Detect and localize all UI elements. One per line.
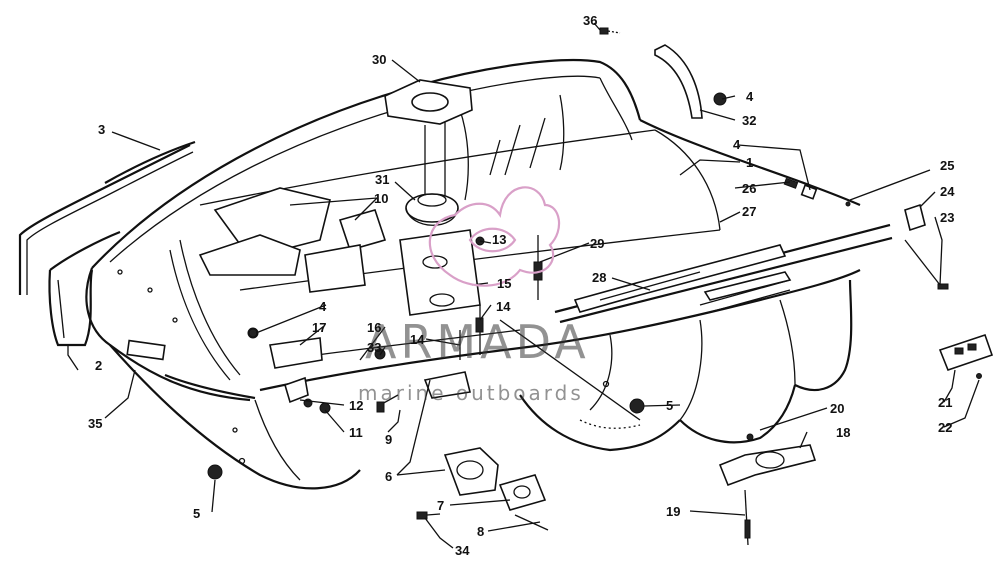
callout-4: 4 <box>733 137 741 152</box>
watermark-subtitle: marine outboards <box>358 381 584 405</box>
bolt-9-11-12 <box>284 376 399 414</box>
callout-27: 27 <box>742 204 756 219</box>
bracket-17 <box>247 327 323 369</box>
callout-29: 29 <box>590 236 604 251</box>
callout-22: 22 <box>938 420 952 435</box>
callout-2: 2 <box>95 358 102 373</box>
callout-1: 1 <box>746 155 753 170</box>
side-panel-2 <box>48 230 121 347</box>
callout-3: 3 <box>98 122 105 137</box>
bracket-6-assembly <box>423 371 549 531</box>
callout-5: 5 <box>193 506 200 521</box>
callout-9: 9 <box>385 432 392 447</box>
callout-7: 7 <box>437 498 444 513</box>
latch-18 <box>718 433 817 546</box>
trim-strip-3 <box>18 140 196 295</box>
callout-36: 36 <box>583 13 597 28</box>
callout-4: 4 <box>319 299 327 314</box>
callout-14: 14 <box>410 332 425 347</box>
grommet-24 <box>845 201 926 232</box>
leader-lines <box>67 22 980 549</box>
callout-15: 15 <box>497 276 511 291</box>
callout-12: 12 <box>349 398 363 413</box>
boot-31 <box>405 193 459 226</box>
bracket-32 <box>654 44 727 119</box>
callout-35: 35 <box>88 416 102 431</box>
callout-34: 34 <box>455 543 470 558</box>
callout-33: 33 <box>367 340 381 355</box>
mount-plate-30 <box>384 79 473 200</box>
callout-28: 28 <box>592 270 606 285</box>
callout-18: 18 <box>836 425 850 440</box>
plate-16 <box>304 244 366 293</box>
callout-26: 26 <box>742 181 756 196</box>
callout-17: 17 <box>312 320 326 335</box>
nut-5-center <box>602 380 645 414</box>
callout-32: 32 <box>742 113 756 128</box>
callout-19: 19 <box>666 504 680 519</box>
bumper-35 <box>126 339 256 400</box>
callout-labels: 36 30 4 32 3 1 4 25 31 26 24 10 27 23 13… <box>88 13 955 558</box>
callout-24: 24 <box>940 184 955 199</box>
hood-shell <box>85 58 893 490</box>
callout-23: 23 <box>940 210 954 225</box>
watermark: ARMADA marine outboards <box>358 186 590 405</box>
callout-13: 13 <box>492 232 506 247</box>
callout-20: 20 <box>830 401 844 416</box>
callout-25: 25 <box>940 158 954 173</box>
callout-16: 16 <box>367 320 381 335</box>
callout-31: 31 <box>375 172 389 187</box>
screw-34 <box>416 511 441 520</box>
callout-30: 30 <box>372 52 386 67</box>
latch-21 <box>938 333 994 379</box>
bolt-36 <box>599 27 621 35</box>
watermark-title: ARMADA <box>365 315 590 369</box>
bolt-23 <box>904 239 949 290</box>
bracket-10 <box>198 187 387 276</box>
callout-4: 4 <box>746 89 754 104</box>
callout-5: 5 <box>666 398 673 413</box>
callout-8: 8 <box>477 524 484 539</box>
watermark-logo-icon <box>428 186 561 287</box>
callout-11: 11 <box>349 425 363 440</box>
callout-6: 6 <box>385 469 392 484</box>
nut-5-left <box>207 457 246 480</box>
callout-21: 21 <box>938 395 952 410</box>
spacer-26 <box>783 177 818 200</box>
callout-14: 14 <box>496 299 511 314</box>
callout-10: 10 <box>374 191 388 206</box>
strip-28 <box>573 244 792 313</box>
